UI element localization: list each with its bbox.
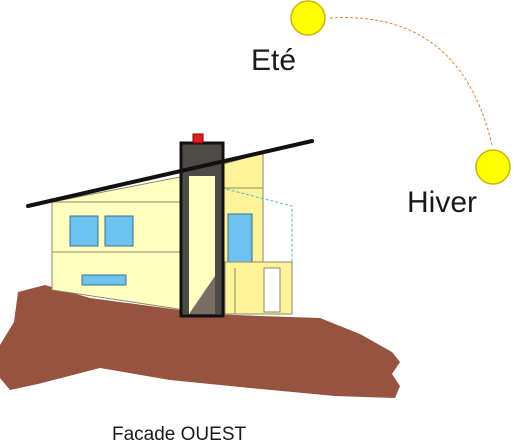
window-tower [227,213,253,263]
sun-path-arc [329,17,493,146]
window-lower [81,274,127,286]
chimney-inner-shadow [189,276,215,314]
facade-caption: Facade OUEST [112,424,247,445]
house-annex [224,261,293,315]
awning-outline [221,187,293,262]
roof-line [26,139,314,208]
summer-sun-icon [290,0,326,36]
winter-label: Hiver [407,186,478,219]
ground-terrain [0,285,400,398]
summer-label: Eté [251,44,297,77]
winter-sun-icon [475,149,511,185]
annex-door [263,267,281,313]
window-upper-left [69,215,99,247]
window-upper-right [104,215,134,247]
chimney-cap [192,133,204,144]
